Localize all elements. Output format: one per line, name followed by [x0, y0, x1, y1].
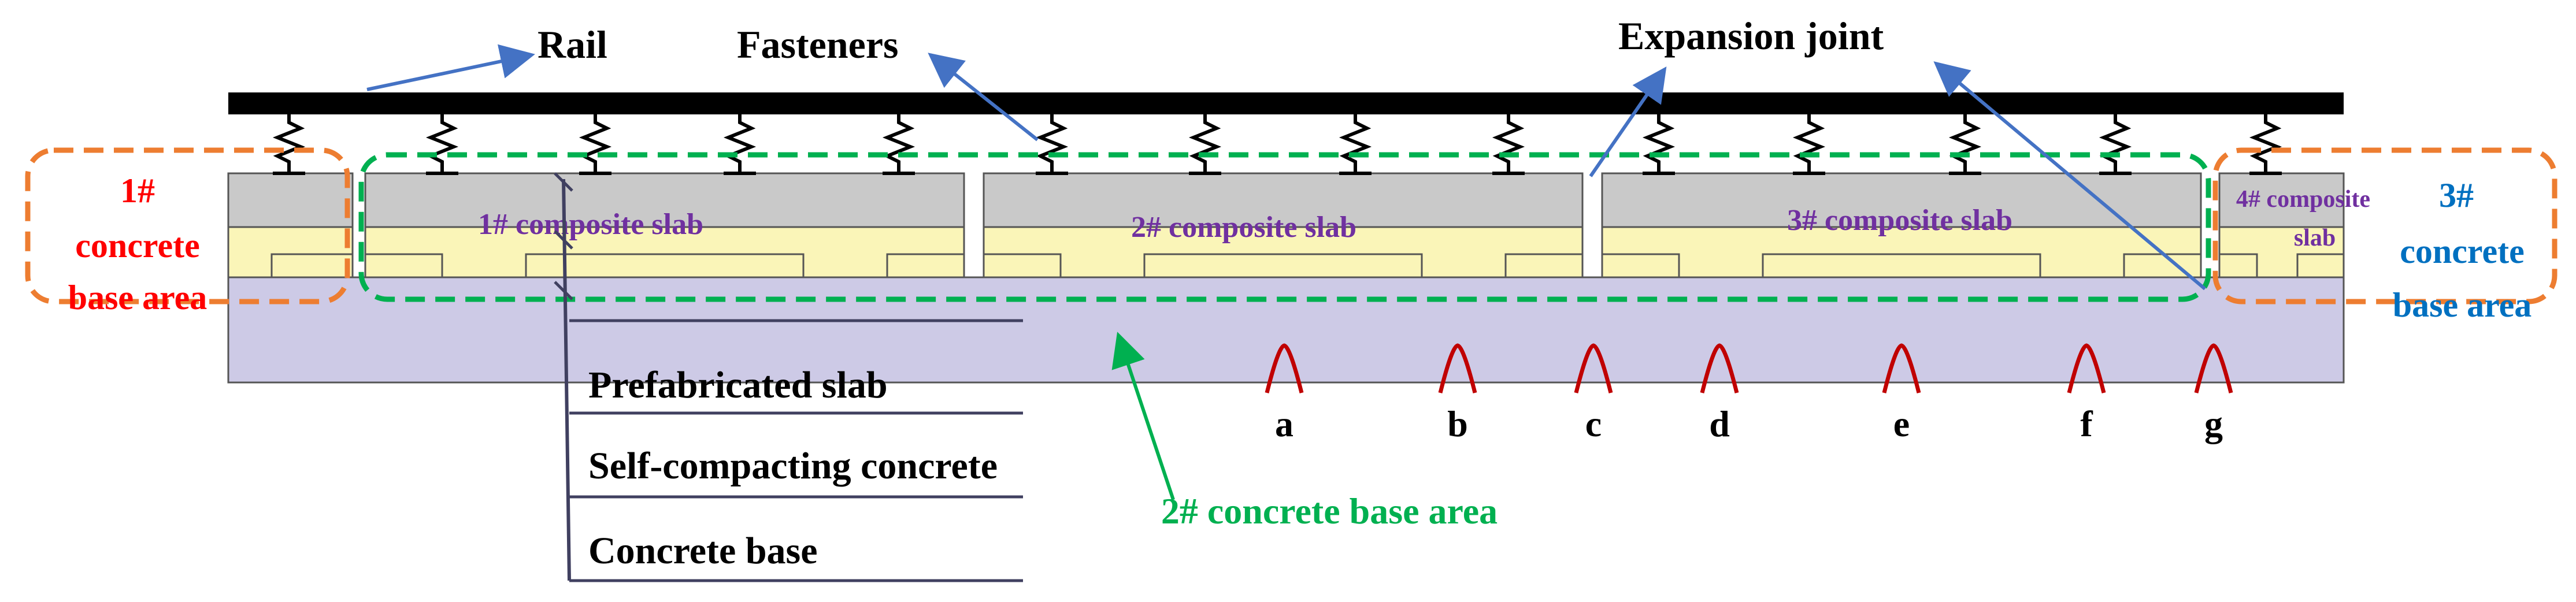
area3-label-line3: base area — [2393, 286, 2532, 324]
slab3-label: 3# composite slab — [1787, 204, 2012, 237]
rail-label: Rail — [538, 23, 607, 66]
area1-label-line2: concrete — [75, 226, 199, 265]
point-label-g: g — [2204, 403, 2223, 444]
sensor-arc-f — [2067, 343, 2106, 393]
fastener-spring-7 — [1188, 114, 1222, 173]
rail-bar — [228, 92, 2344, 114]
area3-box — [2212, 147, 2558, 304]
slab4-label-line1: 4# composite — [2236, 186, 2370, 213]
rail-arrow — [366, 44, 535, 91]
layer-base-label: Concrete base — [588, 530, 818, 572]
expansion-joint-arrow-2 — [1933, 61, 2206, 291]
point-label-d: d — [1709, 403, 1730, 444]
fasteners-label: Fasteners — [737, 23, 898, 66]
point-label-b: b — [1447, 403, 1468, 444]
expansion-joint-arrow-1 — [1589, 66, 1667, 177]
layer-prefab-label: Prefabricated slab — [588, 364, 888, 406]
fastener-spring-3 — [579, 114, 612, 173]
fastener-spring-5 — [882, 114, 916, 173]
fasteners-arrow — [928, 53, 1039, 142]
area1-box — [25, 147, 350, 304]
measurement-points: a b c d e f g — [1265, 343, 2233, 444]
self-compacting-layers — [227, 226, 2345, 278]
fastener-spring-6 — [1035, 114, 1069, 173]
point-label-e: e — [1893, 403, 1910, 444]
area1-label-line3: base area — [68, 278, 207, 317]
sensor-arc-c — [1574, 343, 1613, 393]
area2-arrow — [1111, 332, 1175, 500]
expansion-joint-label: Expansion joint — [1618, 14, 1884, 58]
area2-label: 2# concrete base area — [1161, 490, 1498, 532]
layer-legend — [554, 172, 1023, 582]
area3-label-line1: 3# — [2439, 176, 2474, 214]
prefabricated-slabs — [227, 172, 2345, 228]
fastener-spring-1 — [272, 114, 306, 173]
slab1-label: 1# composite slab — [478, 208, 703, 241]
slab2-label: 2# composite slab — [1131, 211, 1356, 244]
fastener-spring-13 — [2099, 114, 2132, 173]
sensor-arc-g — [2194, 343, 2233, 393]
fastener-spring-11 — [1792, 114, 1826, 173]
fastener-spring-4 — [723, 114, 757, 173]
fastener-spring-9 — [1492, 114, 1525, 173]
concrete-base-layer — [227, 276, 2345, 384]
fasteners-group — [272, 114, 2282, 175]
slab4-label-line2: slab — [2294, 225, 2336, 251]
fastener-spring-12 — [1948, 114, 1982, 173]
area1-label-line1: 1# — [120, 172, 155, 210]
point-label-f: f — [2080, 403, 2093, 444]
sensor-arc-e — [1882, 343, 1921, 393]
sensor-arc-d — [1700, 343, 1739, 393]
point-label-c: c — [1585, 403, 1602, 444]
area3-label-line2: concrete — [2400, 232, 2524, 270]
point-label-a: a — [1275, 403, 1293, 444]
sensor-arc-b — [1438, 343, 1477, 393]
area2-box — [358, 152, 2211, 302]
layer-scc-label: Self-compacting concrete — [588, 445, 998, 487]
fastener-spring-2 — [425, 114, 459, 173]
fastener-spring-14 — [2249, 114, 2282, 173]
sensor-arc-a — [1265, 343, 1304, 393]
fastener-spring-8 — [1339, 114, 1372, 173]
fastener-spring-10 — [1642, 114, 1676, 173]
